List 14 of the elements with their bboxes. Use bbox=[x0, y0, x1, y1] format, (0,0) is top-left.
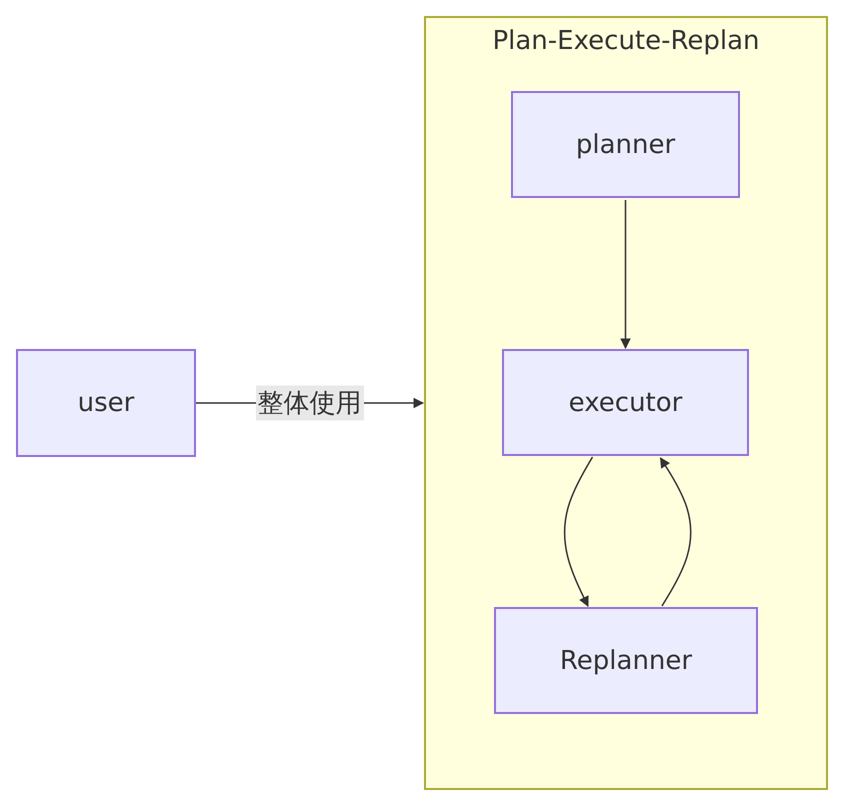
process-box bbox=[502, 349, 749, 456]
arrow bbox=[660, 457, 692, 606]
node-label: executor bbox=[568, 388, 682, 418]
arrow bbox=[620, 200, 631, 350]
group-box bbox=[424, 16, 828, 790]
arrow bbox=[564, 456, 594, 607]
group-title: Plan-Execute-Replan bbox=[492, 26, 760, 56]
edge-label: 整体使用 bbox=[256, 386, 364, 420]
node-label: planner bbox=[576, 130, 676, 160]
process-box bbox=[16, 349, 196, 457]
process-box bbox=[511, 91, 740, 198]
process-box bbox=[494, 607, 758, 714]
node-label: user bbox=[78, 388, 134, 418]
node-label: Replanner bbox=[560, 646, 692, 676]
